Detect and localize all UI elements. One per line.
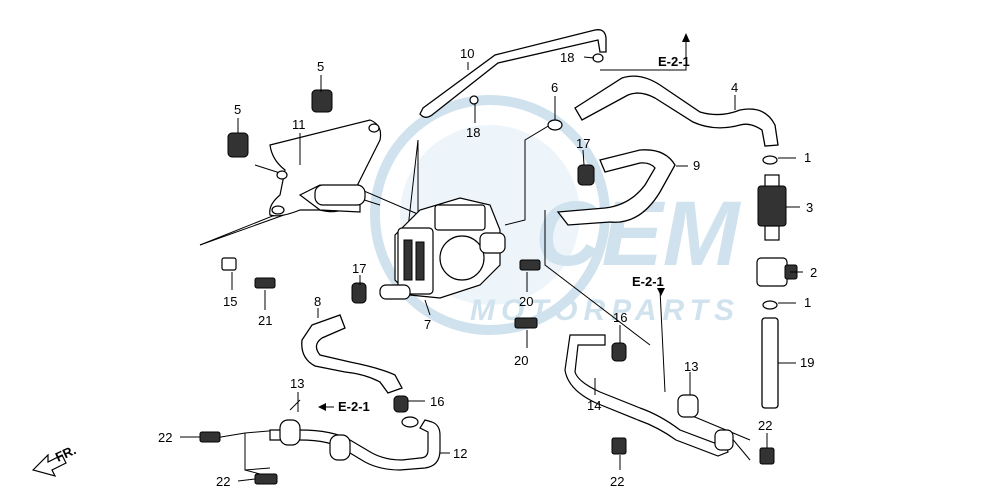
callout-9: 9 bbox=[693, 158, 700, 173]
callout-20: 20 bbox=[519, 294, 533, 309]
clamp-17 bbox=[351, 164, 595, 304]
callout-17: 17 bbox=[352, 261, 366, 276]
callout-16: 16 bbox=[430, 394, 444, 409]
callout-leaders bbox=[180, 56, 803, 482]
hose-19 bbox=[761, 317, 779, 409]
front-direction: FR. bbox=[31, 442, 78, 477]
clamp-16 bbox=[393, 342, 627, 413]
callout-22: 22 bbox=[610, 474, 624, 489]
ref-label-top: E-2-1 bbox=[658, 54, 690, 69]
front-direction-label: FR. bbox=[53, 442, 78, 464]
callout-20: 20 bbox=[514, 353, 528, 368]
pipe-12 bbox=[269, 416, 441, 471]
hose-8 bbox=[301, 314, 403, 394]
callout-15: 15 bbox=[223, 294, 237, 309]
callout-17: 17 bbox=[576, 136, 590, 151]
callout-22: 22 bbox=[158, 430, 172, 445]
callout-1: 1 bbox=[804, 295, 811, 310]
hose-10 bbox=[419, 29, 607, 118]
pipe-14 bbox=[564, 334, 734, 457]
front-arrow-icon bbox=[31, 453, 67, 477]
callout-14: 14 bbox=[587, 398, 601, 413]
callout-12: 12 bbox=[453, 446, 467, 461]
callout-22: 22 bbox=[216, 474, 230, 489]
filter-3 bbox=[757, 174, 787, 241]
callout-21: 21 bbox=[258, 313, 272, 328]
ref-arrows bbox=[318, 33, 690, 411]
callout-16: 16 bbox=[613, 310, 627, 325]
clip-18 bbox=[469, 53, 604, 105]
callout-18: 18 bbox=[560, 50, 574, 65]
callout-10: 10 bbox=[460, 46, 474, 61]
callout-13: 13 bbox=[290, 376, 304, 391]
ref-label-middle: E-2-1 bbox=[632, 274, 664, 289]
callout-5: 5 bbox=[234, 102, 241, 117]
callout-18: 18 bbox=[466, 125, 480, 140]
callout-11: 11 bbox=[292, 117, 306, 132]
hose-4 bbox=[574, 75, 779, 147]
hose-9 bbox=[556, 149, 676, 226]
callout-5: 5 bbox=[317, 59, 324, 74]
valve-7 bbox=[379, 197, 506, 300]
callout-numbers: 1 1 2 3 4 5 5 6 7 8 9 10 11 12 13 13 14 … bbox=[158, 46, 817, 489]
clip-6 bbox=[547, 119, 563, 131]
callout-2: 2 bbox=[810, 265, 817, 280]
callout-8: 8 bbox=[314, 294, 321, 309]
bolts bbox=[199, 257, 775, 485]
clip-1 bbox=[762, 155, 778, 310]
bracket-11 bbox=[269, 119, 382, 217]
callout-22: 22 bbox=[758, 418, 772, 433]
callout-3: 3 bbox=[806, 200, 813, 215]
callout-1: 1 bbox=[804, 150, 811, 165]
callout-4: 4 bbox=[731, 80, 738, 95]
callout-13: 13 bbox=[684, 359, 698, 374]
callout-7: 7 bbox=[424, 317, 431, 332]
ref-label-bottom: E-2-1 bbox=[338, 399, 370, 414]
callout-19: 19 bbox=[800, 355, 814, 370]
callout-6: 6 bbox=[551, 80, 558, 95]
watermark-subtitle: MOTORPARTS bbox=[470, 294, 740, 327]
